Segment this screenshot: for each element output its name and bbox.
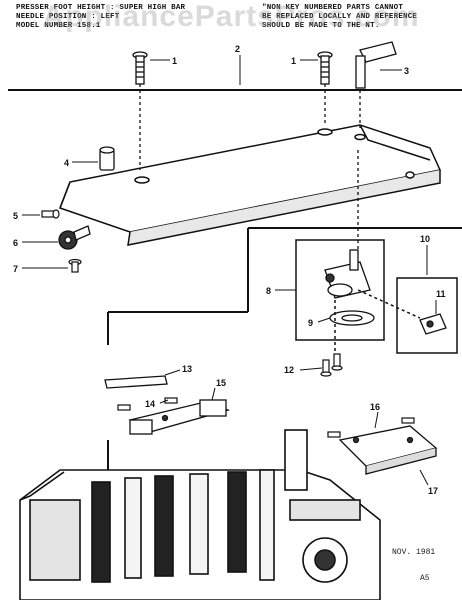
washer-9 [329,310,375,326]
header-model-number: MODEL NUMBER 158.1 [16,22,101,30]
callout-8: 8 [266,286,271,296]
callout-9: 9 [308,318,313,328]
callout-2: 2 [235,44,240,54]
plate-17 [338,425,438,475]
bracket-assembly-8 [295,239,385,356]
callout-12: 12 [284,365,294,375]
callout-labels: 1 1 2 3 4 5 6 7 8 9 10 11 12 13 [13,44,446,496]
screws-12 [320,353,343,377]
screw-1-right [317,51,333,125]
callout-17: 17 [428,486,438,496]
header-presser-foot: PRESSER FOOT HEIGHT : SUPER HIGH BAR [16,4,186,12]
callout-1-right: 1 [291,56,296,66]
top-cover [59,124,442,246]
gear-6 [58,225,91,250]
screws-14 [117,397,178,411]
callout-1-left: 1 [172,56,177,66]
callout-15: 15 [216,378,226,388]
frame-outline [8,89,462,480]
screw-5 [41,209,60,219]
lever-3 [355,41,397,250]
header-note-line2: BE REPLACED LOCALLY AND REFERENCE [262,13,418,21]
callout-7: 7 [13,264,18,274]
footer-date: NOV. 1981 [392,548,436,557]
header-needle-position: NEEDLE POSITION : LEFT [16,13,120,21]
callout-10: 10 [420,234,430,244]
screw-7 [68,258,82,273]
machine-base [19,429,381,600]
callout-6: 6 [13,238,18,248]
plug-4 [99,146,115,171]
callout-4: 4 [64,158,69,168]
screw-1-left [132,51,148,170]
callout-11: 11 [436,289,446,299]
bracket-10 [357,277,458,354]
bracket-15 [128,399,231,435]
header-note-line3: SHOULD BE MADE TO THE NT. [262,22,380,30]
callout-16: 16 [370,402,380,412]
plate-13 [104,375,168,389]
screws-16 [327,417,415,438]
callout-5: 5 [13,211,18,221]
callout-3: 3 [404,66,409,76]
header-note-line1: "NON KEY NUMBERED PARTS CANNOT [262,4,404,12]
callout-13: 13 [182,364,192,374]
callout-14: 14 [145,399,155,409]
footer-page: A5 [420,574,430,583]
